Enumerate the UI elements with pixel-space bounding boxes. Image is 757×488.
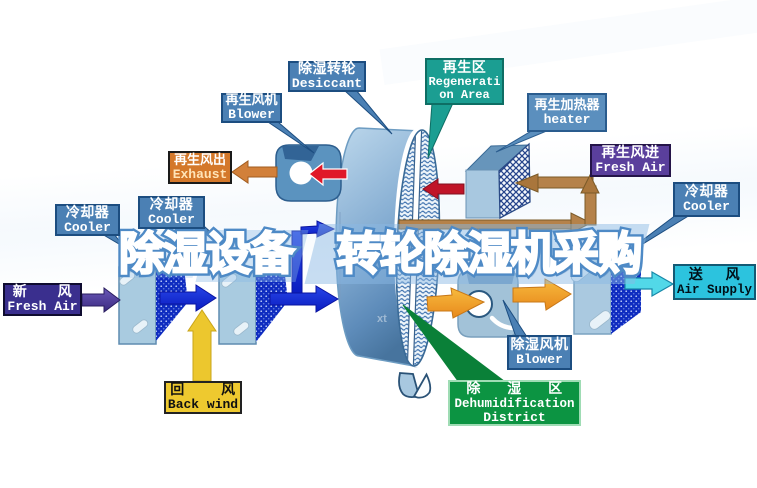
svg-text:xt: xt xyxy=(377,313,387,325)
